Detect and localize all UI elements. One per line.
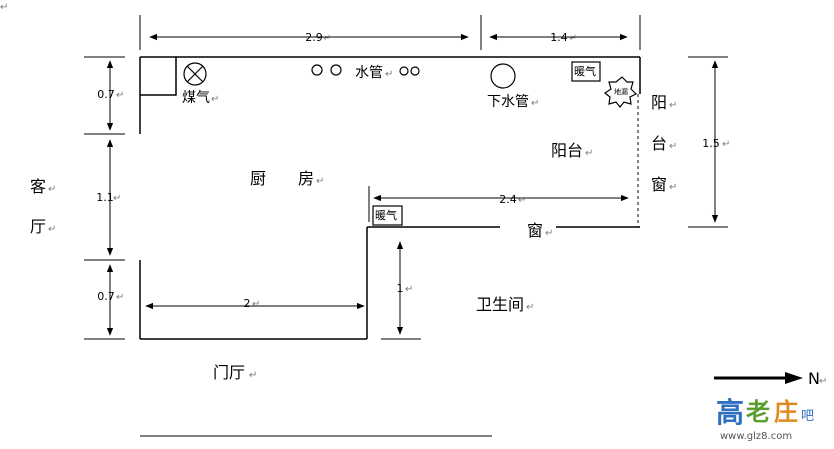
heater-top-box xyxy=(571,61,601,82)
svg-text:↵: ↵ xyxy=(531,98,539,109)
svg-text:↵: ↵ xyxy=(211,94,219,105)
dim-left-middle-label: 1.1 xyxy=(96,191,114,204)
svg-text:吧: 吧 xyxy=(801,409,814,424)
watermark-url: www.glz8.com xyxy=(720,431,792,442)
balcony-window-label-3: 窗 xyxy=(651,175,667,194)
svg-text:↵: ↵ xyxy=(48,184,56,195)
walls xyxy=(139,56,641,437)
gas-label: 煤气 xyxy=(182,90,210,106)
fixtures xyxy=(183,61,638,226)
svg-text:↵: ↵ xyxy=(113,193,121,204)
svg-text:↵: ↵ xyxy=(669,141,677,152)
svg-text:↵: ↵ xyxy=(518,195,526,206)
svg-text:↵: ↵ xyxy=(48,224,56,235)
svg-text:↵: ↵ xyxy=(116,90,124,101)
svg-text:↵: ↵ xyxy=(405,284,413,295)
svg-text:庄: 庄 xyxy=(774,397,798,426)
dim-balcony-label: 1.5 xyxy=(702,137,720,150)
svg-text:↵: ↵ xyxy=(116,292,124,303)
floor-drain-icon xyxy=(603,76,638,108)
heater-mid-box xyxy=(372,205,403,226)
dim-left-lower-label: 0.7 xyxy=(97,290,115,303)
svg-text:↵: ↵ xyxy=(252,299,260,310)
dim-top-right-label: 1.4 xyxy=(550,31,568,44)
watermark-logo: 高 老 庄 吧 www.glz8.com xyxy=(716,396,814,442)
drain-pipe-label: 下水管 xyxy=(487,94,529,110)
north-label: N xyxy=(808,369,820,388)
svg-text:高: 高 xyxy=(716,396,744,429)
svg-text:↵: ↵ xyxy=(385,69,393,80)
dimension-lines xyxy=(84,15,728,340)
dim-bottom-left-label: 2 xyxy=(244,297,251,310)
gas-meter-icon xyxy=(183,62,207,86)
dim-inner-top-label: 2.4 xyxy=(499,193,517,206)
svg-text:↵: ↵ xyxy=(669,182,677,193)
wall-corner-box xyxy=(140,57,177,96)
drain-pipe-icon xyxy=(490,63,516,89)
water-pipe-label: 水管 xyxy=(355,65,383,81)
svg-text:↵: ↵ xyxy=(316,176,324,187)
living-room-label-1: 客 xyxy=(30,177,46,196)
floor-drain-label: 地漏 xyxy=(614,87,628,96)
svg-text:↵: ↵ xyxy=(545,228,553,239)
dim-left-upper-label: 0.7 xyxy=(97,88,115,101)
svg-text:↵: ↵ xyxy=(249,370,257,381)
svg-text:老: 老 xyxy=(746,397,770,426)
svg-text:↵: ↵ xyxy=(323,33,331,44)
dim-bathroom-label: 1 xyxy=(397,282,404,295)
window-label: 窗 xyxy=(527,221,543,240)
balcony-window-label-2: 台 xyxy=(651,134,667,153)
heater-mid-label: 暖气 xyxy=(375,208,397,222)
text-labels: 2.9 ↵ 1.4 ↵ 0.7 ↵ 1.1 ↵ 0.7 ↵ 2 ↵ 1.5 ↵ … xyxy=(0,2,827,388)
foyer-label: 门厅 xyxy=(213,363,245,382)
svg-text:↵: ↵ xyxy=(669,100,677,111)
svg-text:↵: ↵ xyxy=(819,376,827,387)
dim-top-left-label: 2.9 xyxy=(305,31,323,44)
balcony-label: 阳台 xyxy=(551,141,583,160)
kitchen-label-2: 房 xyxy=(298,169,314,188)
corner-paragraph-mark: ↵ xyxy=(0,2,8,13)
svg-text:↵: ↵ xyxy=(526,302,534,313)
svg-text:↵: ↵ xyxy=(722,139,730,150)
svg-text:↵: ↵ xyxy=(585,148,593,159)
water-pipe-icon xyxy=(311,64,420,76)
balcony-window-label-1: 阳 xyxy=(651,93,667,112)
svg-text:↵: ↵ xyxy=(569,33,577,44)
kitchen-label-1: 厨 xyxy=(250,169,266,188)
living-room-label-2: 厅 xyxy=(30,217,46,236)
bathroom-label: 卫生间 xyxy=(476,295,524,314)
heater-top-label: 暖气 xyxy=(574,64,596,78)
north-arrow xyxy=(714,372,803,384)
